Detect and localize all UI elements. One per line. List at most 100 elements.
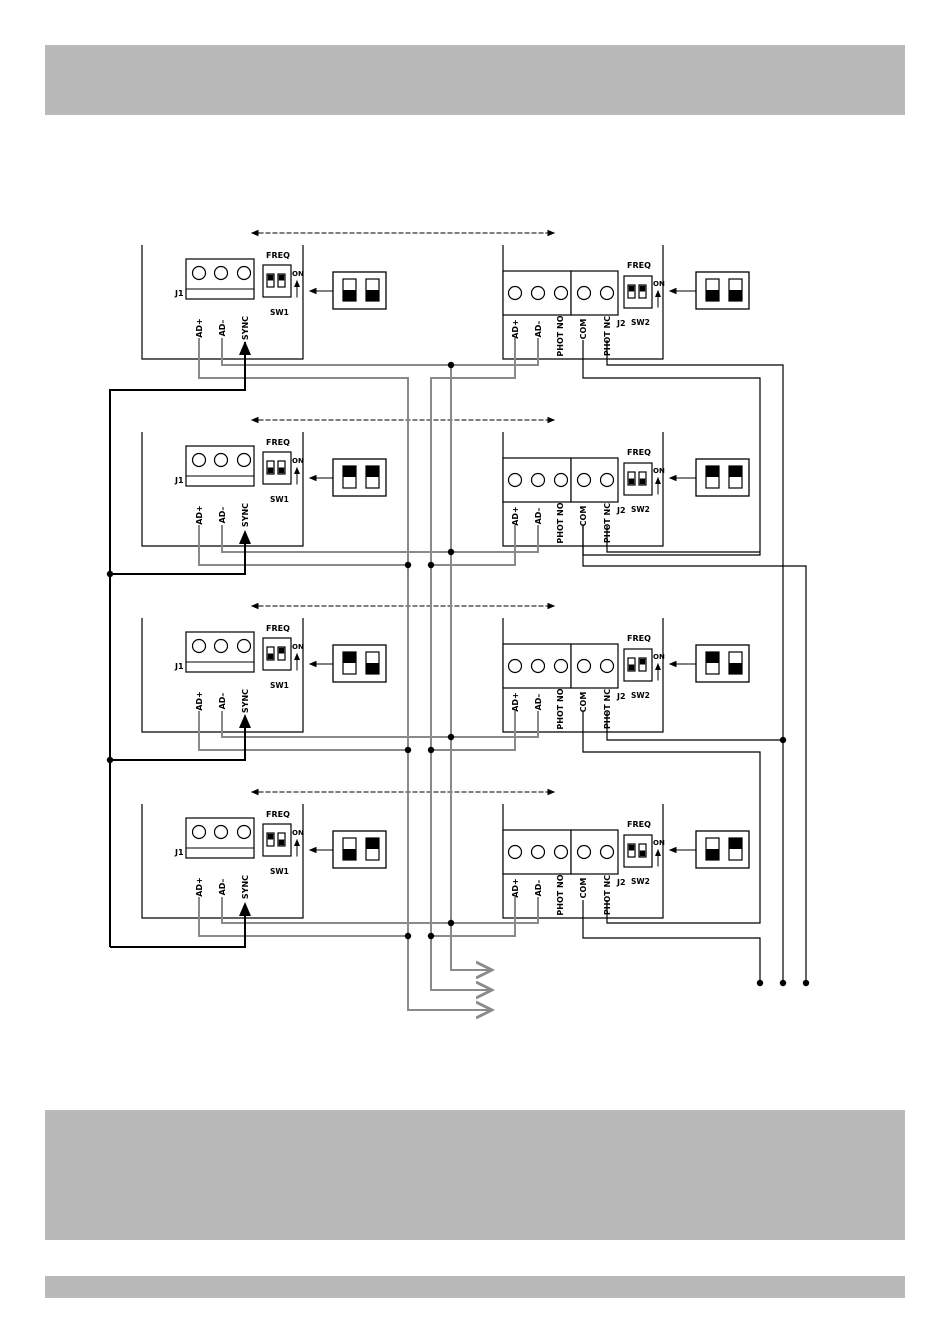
receiver-board: J2FREQSW2ONAD+AD–PHOT NOCOMPHOT NC [503, 432, 749, 546]
sw2-enlarged-view [696, 459, 749, 496]
rx-ad-minus-wire [451, 525, 538, 552]
dip-toggle-lever [268, 654, 273, 660]
receiver-screw-3 [555, 287, 568, 300]
label-sw2: SW2 [631, 877, 650, 886]
receiver-screw-3 [555, 846, 568, 859]
label-sw1: SW1 [270, 681, 289, 690]
dip-toggle-lever [268, 275, 273, 281]
label-freq: FREQ [627, 820, 651, 829]
label-ad-plus: AD+ [195, 505, 204, 525]
terminal-screw-1 [193, 826, 206, 839]
label-sw1: SW1 [270, 308, 289, 317]
dip-toggle-lever [640, 286, 645, 292]
dip-toggle-lever [629, 845, 634, 851]
junction-dot [448, 362, 454, 368]
receiver-screw-2 [532, 846, 545, 859]
tx-ad-minus-wire [222, 338, 451, 365]
label-ad-minus: AD– [218, 507, 227, 524]
label-ad-plus: AD+ [195, 877, 204, 897]
receiver-screw-2 [532, 287, 545, 300]
receiver-screw-1 [509, 474, 522, 487]
terminal-screw-2 [215, 454, 228, 467]
receiver-screw-1 [509, 846, 522, 859]
phot-nc-line-3 [607, 712, 783, 740]
label-on: ON [653, 467, 665, 475]
label-ad-plus: AD+ [511, 692, 520, 712]
receiver-screw-1 [509, 287, 522, 300]
receiver-screw-5 [601, 846, 614, 859]
receiver-screw-4 [578, 660, 591, 673]
enlarged-dip-lever [343, 290, 356, 301]
label-on: ON [292, 643, 304, 651]
junction-dot [107, 757, 113, 763]
terminal-screw-1 [193, 454, 206, 467]
label-ad-minus: AD– [534, 508, 543, 525]
receiver-screw-2 [532, 474, 545, 487]
rx-ad-minus-wire [451, 338, 538, 365]
label-sync: SYNC [241, 875, 250, 899]
frequency-dip-sw2 [624, 649, 652, 681]
label-j1: J1 [174, 289, 184, 298]
sync-link-4 [110, 904, 245, 947]
junction-dot [448, 920, 454, 926]
label-freq: FREQ [627, 448, 651, 457]
sw1-enlarged-view [333, 645, 386, 682]
label-freq: FREQ [266, 810, 290, 819]
label-on: ON [292, 829, 304, 837]
frequency-dip-sw1 [263, 638, 291, 670]
dip-toggle-lever [640, 659, 645, 665]
enlarged-dip-lever [729, 466, 742, 477]
label-sw2: SW2 [631, 318, 650, 327]
label-sw1: SW1 [270, 495, 289, 504]
receiver-screw-4 [578, 287, 591, 300]
label-j2: J2 [616, 319, 626, 328]
output-terminal-dot [757, 980, 763, 986]
junction-dot [405, 933, 411, 939]
receiver-screw-4 [578, 846, 591, 859]
label-on: ON [653, 839, 665, 847]
label-ad-minus: AD– [534, 694, 543, 711]
label-sw2: SW2 [631, 691, 650, 700]
sw2-enlarged-view [696, 272, 749, 309]
junction-dot [448, 734, 454, 740]
label-sync: SYNC [241, 689, 250, 713]
rx-ad-minus-wire [451, 897, 538, 923]
receiver-screw-5 [601, 287, 614, 300]
terminal-screw-3 [238, 267, 251, 280]
label-j1: J1 [174, 476, 184, 485]
label-sync: SYNC [241, 503, 250, 527]
terminal-screw-2 [215, 826, 228, 839]
label-j1: J1 [174, 848, 184, 857]
enlarged-dip-lever [729, 290, 742, 301]
label-phot-no: PHOT NO [556, 688, 565, 729]
label-on: ON [292, 457, 304, 465]
junction-dot [428, 933, 434, 939]
enlarged-dip-lever [706, 290, 719, 301]
enlarged-dip-lever [706, 466, 719, 477]
sw1-enlarged-view [333, 272, 386, 309]
label-freq: FREQ [266, 251, 290, 260]
receiver-screw-2 [532, 660, 545, 673]
photocell-pair-3: J1FREQSW1ONAD+AD–SYNCJ2FREQSW2ONAD+AD–PH… [142, 606, 749, 732]
enlarged-dip-lever [706, 652, 719, 663]
label-ad-plus: AD+ [511, 878, 520, 898]
terminal-screw-1 [193, 640, 206, 653]
label-on: ON [653, 280, 665, 288]
dip-toggle-lever [640, 851, 645, 857]
dip-toggle-lever [629, 665, 634, 671]
dip-toggle-lever [279, 468, 284, 474]
dip-toggle-lever [629, 479, 634, 485]
enlarged-dip-lever [706, 849, 719, 860]
terminal-screw-3 [238, 640, 251, 653]
label-ad-plus: AD+ [195, 691, 204, 711]
label-sw2: SW2 [631, 505, 650, 514]
label-ad-minus: AD– [218, 693, 227, 710]
label-freq: FREQ [627, 634, 651, 643]
